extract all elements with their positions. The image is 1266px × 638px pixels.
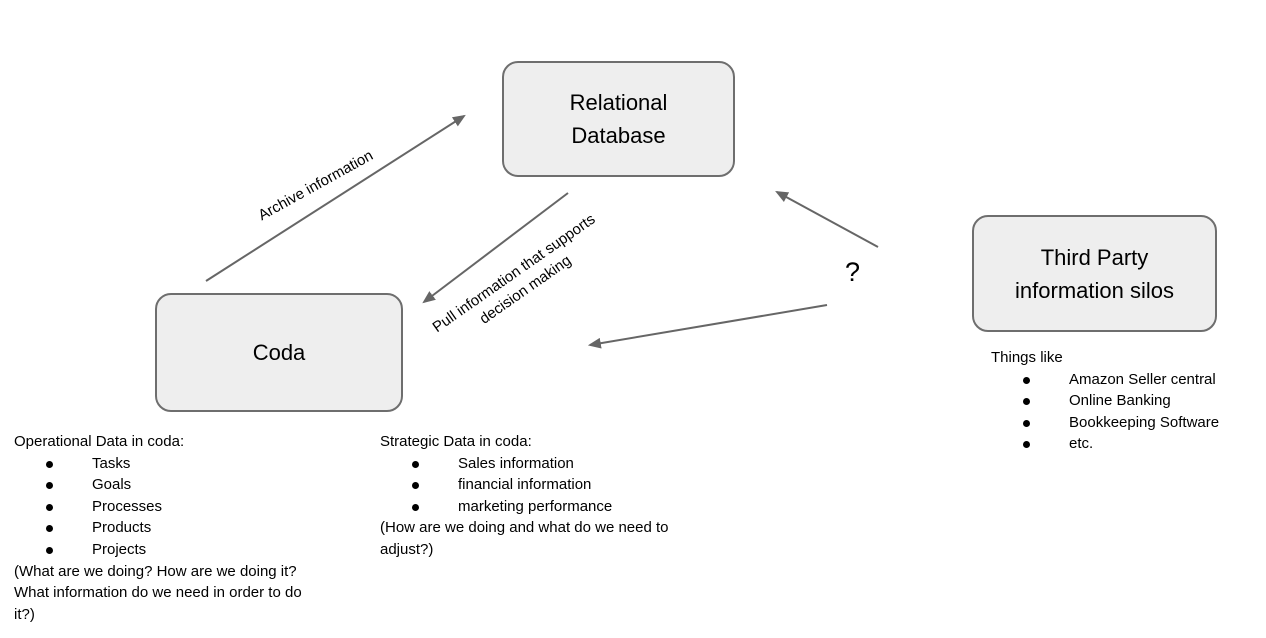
list-item-label: Online Banking — [1069, 392, 1171, 410]
bullet-icon — [46, 503, 53, 511]
list-item: Processes — [14, 496, 380, 518]
operational-list-items: Tasks Goals Processes Products Projects — [14, 453, 380, 561]
bullet-icon — [1023, 398, 1030, 406]
list-item: Sales information — [380, 453, 750, 475]
list-item-label: Tasks — [92, 454, 131, 472]
strategic-list-title: Strategic Data in coda: — [380, 433, 532, 450]
bullet-icon — [1023, 441, 1030, 449]
third-party-silos-node: Third Party information silos — [972, 215, 1217, 332]
operational-list-title: Operational Data in coda: — [14, 433, 185, 450]
operational-list-note: (What are we doing? How are we doing it?… — [14, 562, 302, 623]
bullet-icon — [412, 460, 419, 468]
list-item: financial information — [380, 474, 750, 496]
list-item-label: Amazon Seller central — [1069, 370, 1216, 388]
strategic-list-note: (How are we doing and what do we need to… — [380, 519, 669, 558]
silos-to-coda-arrow — [587, 304, 828, 349]
list-item-label: Products — [92, 519, 152, 537]
question-mark-label: ? — [845, 257, 861, 287]
list-item-label: etc. — [1069, 435, 1094, 453]
bullet-icon — [46, 460, 53, 468]
strategic-data-list: Strategic Data in coda: Sales informatio… — [380, 431, 750, 561]
list-item: marketing performance — [380, 496, 750, 518]
list-item: etc. — [991, 433, 1261, 455]
list-item-label: marketing performance — [458, 497, 613, 515]
list-item-label: financial information — [458, 476, 592, 494]
relational-database-node: Relational Database — [502, 61, 735, 177]
silos-to-database-arrow — [775, 190, 879, 248]
bullet-icon — [1023, 419, 1030, 427]
list-item-label: Bookkeeping Software — [1069, 413, 1220, 431]
list-item: Online Banking — [991, 390, 1261, 412]
list-item-label: Processes — [92, 497, 163, 515]
third-party-list-title: Things like — [991, 349, 1063, 366]
list-item: Goals — [14, 474, 380, 496]
bullet-icon — [46, 525, 53, 533]
list-item: Tasks — [14, 453, 380, 475]
bullet-icon — [46, 546, 53, 554]
archive-arrow — [205, 114, 466, 282]
list-item: Amazon Seller central — [991, 369, 1261, 391]
strategic-list-items: Sales information financial information … — [380, 453, 750, 518]
list-item: Products — [14, 517, 380, 539]
list-item-label: Sales information — [458, 454, 574, 472]
pull-arrow — [422, 192, 569, 304]
list-item: Bookkeeping Software — [991, 412, 1261, 434]
bullet-icon — [412, 482, 419, 490]
bullet-icon — [46, 482, 53, 490]
bullet-icon — [412, 503, 419, 511]
list-item-label: Projects — [92, 540, 147, 558]
coda-node: Coda — [155, 293, 403, 412]
list-item: Projects — [14, 539, 380, 561]
list-item-label: Goals — [92, 476, 132, 494]
third-party-examples-list: Things like Amazon Seller central Online… — [991, 347, 1261, 455]
bullet-icon — [1023, 376, 1030, 384]
operational-data-list: Operational Data in coda: Tasks Goals Pr… — [14, 431, 380, 625]
third-party-list-items: Amazon Seller central Online Banking Boo… — [991, 369, 1261, 455]
